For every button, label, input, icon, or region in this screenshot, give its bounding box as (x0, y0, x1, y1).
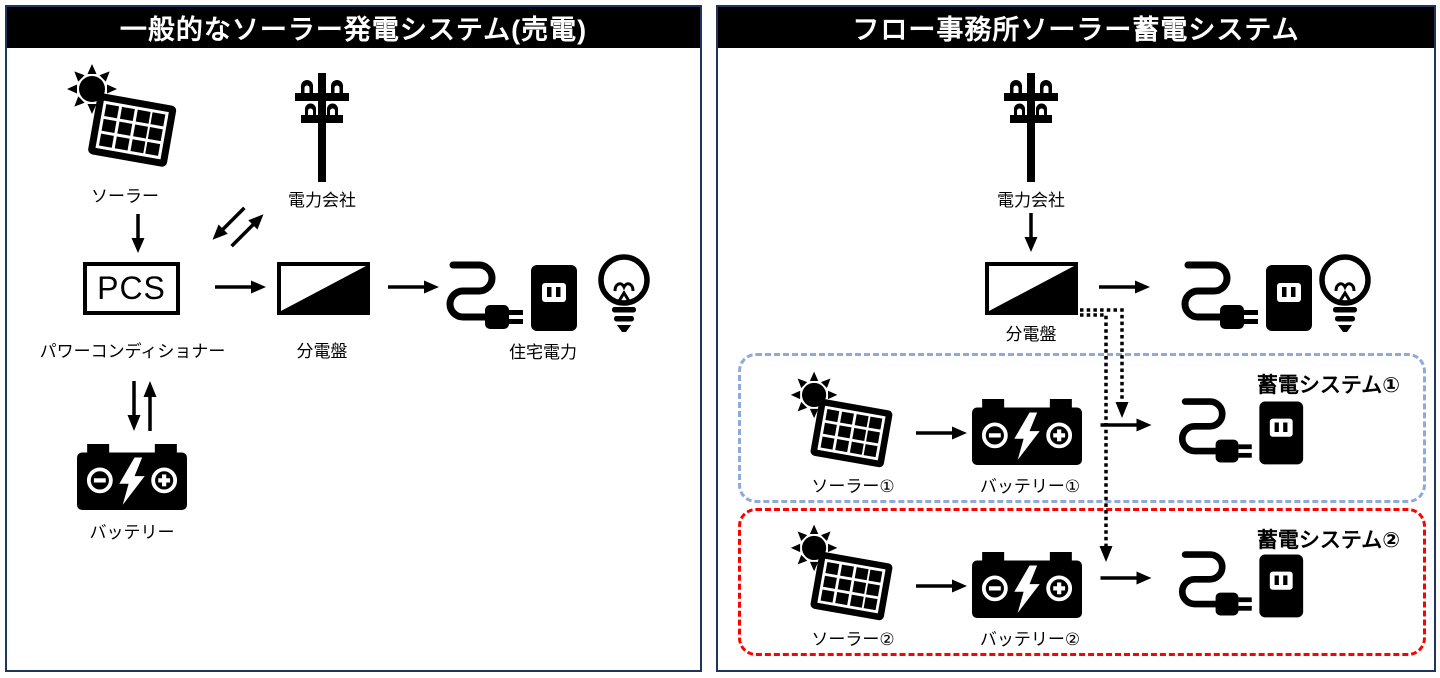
power-company-pole-icon (1002, 69, 1060, 182)
left-panel-title: 一般的なソーラー発電システム(売電) (119, 15, 588, 45)
storage-system-2-box (738, 508, 1426, 656)
battery-icon (972, 552, 1082, 618)
home-power-label: 住宅電力 (509, 343, 577, 362)
pcs-caption: パワーコンディショナー (39, 342, 226, 361)
power-company-label: 電力会社 (288, 191, 356, 210)
battery-icon (972, 399, 1082, 465)
right-panel-title: フロー事務所ソーラー蓄電システム (852, 15, 1300, 45)
plug-outlet-icon (1168, 392, 1306, 472)
pcs-label: PCS (97, 270, 166, 306)
right-arrow-icon (213, 278, 268, 296)
power-company-pole-icon (293, 69, 351, 182)
plug-outlet-icon (435, 255, 580, 339)
solar-panel-icon (62, 59, 182, 174)
right-panel-title-bar: フロー事務所ソーラー蓄電システム (718, 7, 1434, 48)
battery-label: バッテリー (89, 523, 175, 542)
bidirectional-diagonal-arrows-icon (207, 199, 269, 255)
dotted-grid-feed-arrow-2 (1078, 306, 1118, 576)
power-company-label: 電力会社 (997, 191, 1065, 210)
right-arrow-icon (1097, 278, 1152, 296)
distribution-board-label: 分電盤 (1005, 325, 1057, 344)
solar-panel-icon (786, 367, 898, 474)
solar-label: ソーラー (91, 187, 159, 206)
plug-outlet-icon (1170, 255, 1315, 339)
right-arrow-icon (914, 577, 969, 595)
down-arrow-icon (1022, 211, 1040, 253)
right-arrow-icon (386, 278, 441, 296)
solar-1-label: ソーラー① (811, 477, 895, 496)
battery-2-label: バッテリー② (979, 630, 1081, 649)
right-arrow-icon (914, 424, 969, 442)
distribution-board-icon (985, 262, 1078, 315)
storage-system-1-box (738, 353, 1426, 503)
left-panel-title-bar: 一般的なソーラー発電システム(売電) (7, 7, 700, 48)
storage-system-2-label: 蓄電システム② (1256, 529, 1400, 552)
down-arrow-icon (129, 212, 147, 254)
pcs-box: PCS (83, 262, 180, 315)
battery-icon (77, 444, 187, 510)
bidirectional-vertical-arrows-icon (124, 379, 160, 433)
plug-outlet-icon (1168, 545, 1306, 625)
distribution-board-label: 分電盤 (296, 342, 348, 361)
left-panel: 一般的なソーラー発電システム(売電) ソーラー PCS パワーコンディショナー … (5, 5, 702, 672)
battery-1-label: バッテリー① (979, 477, 1081, 496)
storage-system-1-label: 蓄電システム① (1256, 374, 1400, 397)
light-bulb-icon (1314, 252, 1376, 337)
solar-panel-icon (786, 520, 898, 627)
right-panel: フロー事務所ソーラー蓄電システム 電力会社 分電盤 蓄電システム① 蓄電システム… (716, 5, 1436, 672)
distribution-board-icon (277, 262, 370, 315)
light-bulb-icon (593, 252, 655, 337)
solar-2-label: ソーラー② (811, 630, 895, 649)
dotted-grid-feed-arrow-1 (1078, 300, 1132, 430)
